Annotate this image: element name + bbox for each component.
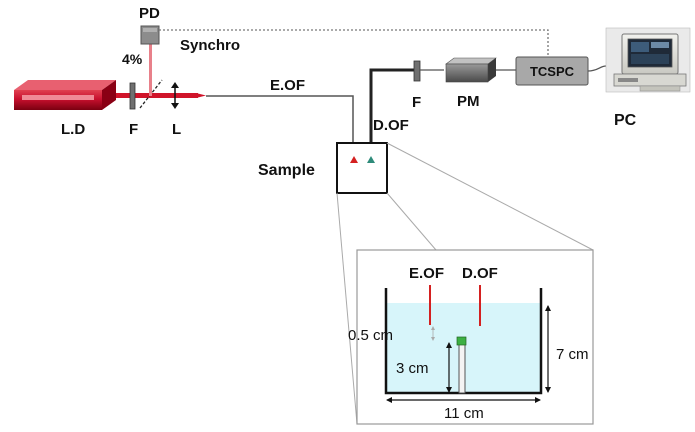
detection-fiber bbox=[369, 68, 415, 155]
label-dim-05: 0.5 cm bbox=[348, 327, 393, 344]
label-pd: PD bbox=[139, 5, 160, 22]
label-filter-1: F bbox=[129, 121, 138, 138]
sample-rod bbox=[458, 341, 466, 394]
excitation-marker bbox=[350, 156, 358, 163]
label-pc: PC bbox=[614, 112, 637, 129]
laser-beam bbox=[116, 93, 198, 98]
green-sample-marker bbox=[456, 336, 467, 346]
label-percent: 4% bbox=[122, 51, 143, 67]
detection-marker bbox=[367, 156, 375, 163]
excitation-fiber bbox=[206, 95, 354, 155]
laser-beam-tip bbox=[196, 93, 206, 98]
lens bbox=[171, 82, 179, 109]
label-dim-7: 7 cm bbox=[556, 346, 589, 363]
label-sample: Sample bbox=[258, 162, 315, 179]
sample-box bbox=[336, 142, 388, 194]
label-dof: D.OF bbox=[373, 117, 409, 134]
inset-label-eof: E.OF bbox=[409, 265, 444, 282]
label-dim-11: 11 cm bbox=[444, 405, 484, 422]
dim-3-arrow bbox=[446, 342, 452, 393]
label-ld: L.D bbox=[61, 121, 85, 138]
dim-05-arrow bbox=[431, 326, 435, 341]
dim-7-arrow bbox=[545, 305, 551, 393]
dim-11-arrow bbox=[386, 397, 541, 403]
photodiode bbox=[140, 25, 160, 45]
photomultiplier bbox=[445, 57, 497, 83]
pc-computer bbox=[605, 27, 691, 93]
label-lens: L bbox=[172, 121, 181, 138]
filter-1 bbox=[129, 82, 136, 110]
laser-diode bbox=[14, 80, 116, 110]
reflected-beam bbox=[149, 42, 152, 96]
label-pm: PM bbox=[457, 93, 480, 110]
label-dim-3: 3 cm bbox=[396, 360, 429, 377]
label-tcspc: TCSPC bbox=[530, 64, 575, 79]
label-filter-2: F bbox=[412, 94, 421, 111]
label-synchro: Synchro bbox=[180, 37, 240, 54]
label-eof: E.OF bbox=[270, 77, 305, 94]
synchro-line bbox=[159, 29, 549, 60]
zoom-projection bbox=[336, 142, 594, 425]
inset-label-dof: D.OF bbox=[462, 265, 498, 282]
filter-2 bbox=[413, 60, 421, 82]
